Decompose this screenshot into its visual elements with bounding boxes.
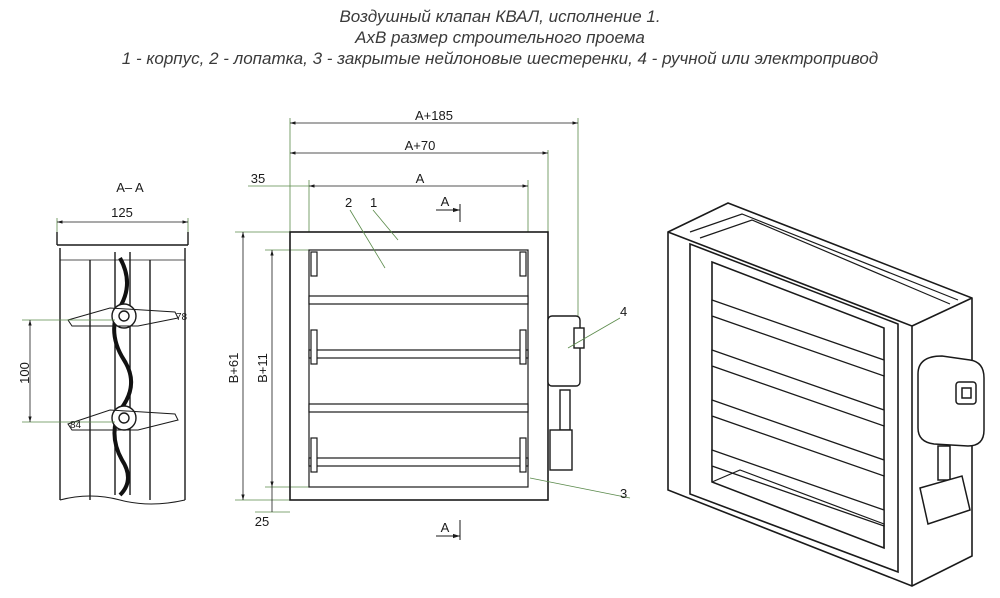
iso-blades [711,299,885,527]
dimension-100 [22,319,115,423]
dim-100-label: 100 [17,362,32,384]
dimension-125 [56,218,189,232]
front-blades [308,251,529,473]
section-marks [436,204,461,540]
callout-1: 1 [370,195,377,210]
iso-actuator [917,355,985,525]
dim-35-label: 35 [251,171,265,186]
iso-top-strips [689,213,959,305]
dim-a70-label: A+70 [405,138,436,153]
section-blades [112,257,133,497]
section-view: A– A 125 [17,180,189,505]
front-actuator [547,315,585,471]
section-title: A– A [116,180,144,195]
section-gears [111,303,137,431]
front-view: A+185 A+70 A 35 B+61 B+11 25 [226,108,631,540]
angle-78-label: 78 [176,312,188,323]
height-dimension-lines [235,231,309,513]
caption-subtitle: AxB размер строительного проема [355,28,645,47]
callout-leaders [349,209,631,499]
section-rods [67,307,179,431]
callout-3: 3 [620,486,627,501]
dim-b11-label: B+11 [255,353,270,383]
callout-2: 2 [345,195,352,210]
dim-b61-label: B+61 [226,353,241,384]
section-mark-bottom: A [441,520,450,535]
isometric-view [667,202,985,587]
dim-a-label: A [416,171,425,186]
width-dimension-lines [248,118,579,320]
caption-legend: 1 - корпус, 2 - лопатка, 3 - закрытые не… [121,49,879,68]
dim-125-label: 125 [111,205,133,220]
angle-84-label: 84 [70,420,82,431]
callout-4: 4 [620,304,627,319]
dim-a185-label: A+185 [415,108,453,123]
section-mark-top: A [441,194,450,209]
caption-title: Воздушный клапан КВАЛ, исполнение 1. [339,7,661,26]
dim-25-label: 25 [255,514,269,529]
